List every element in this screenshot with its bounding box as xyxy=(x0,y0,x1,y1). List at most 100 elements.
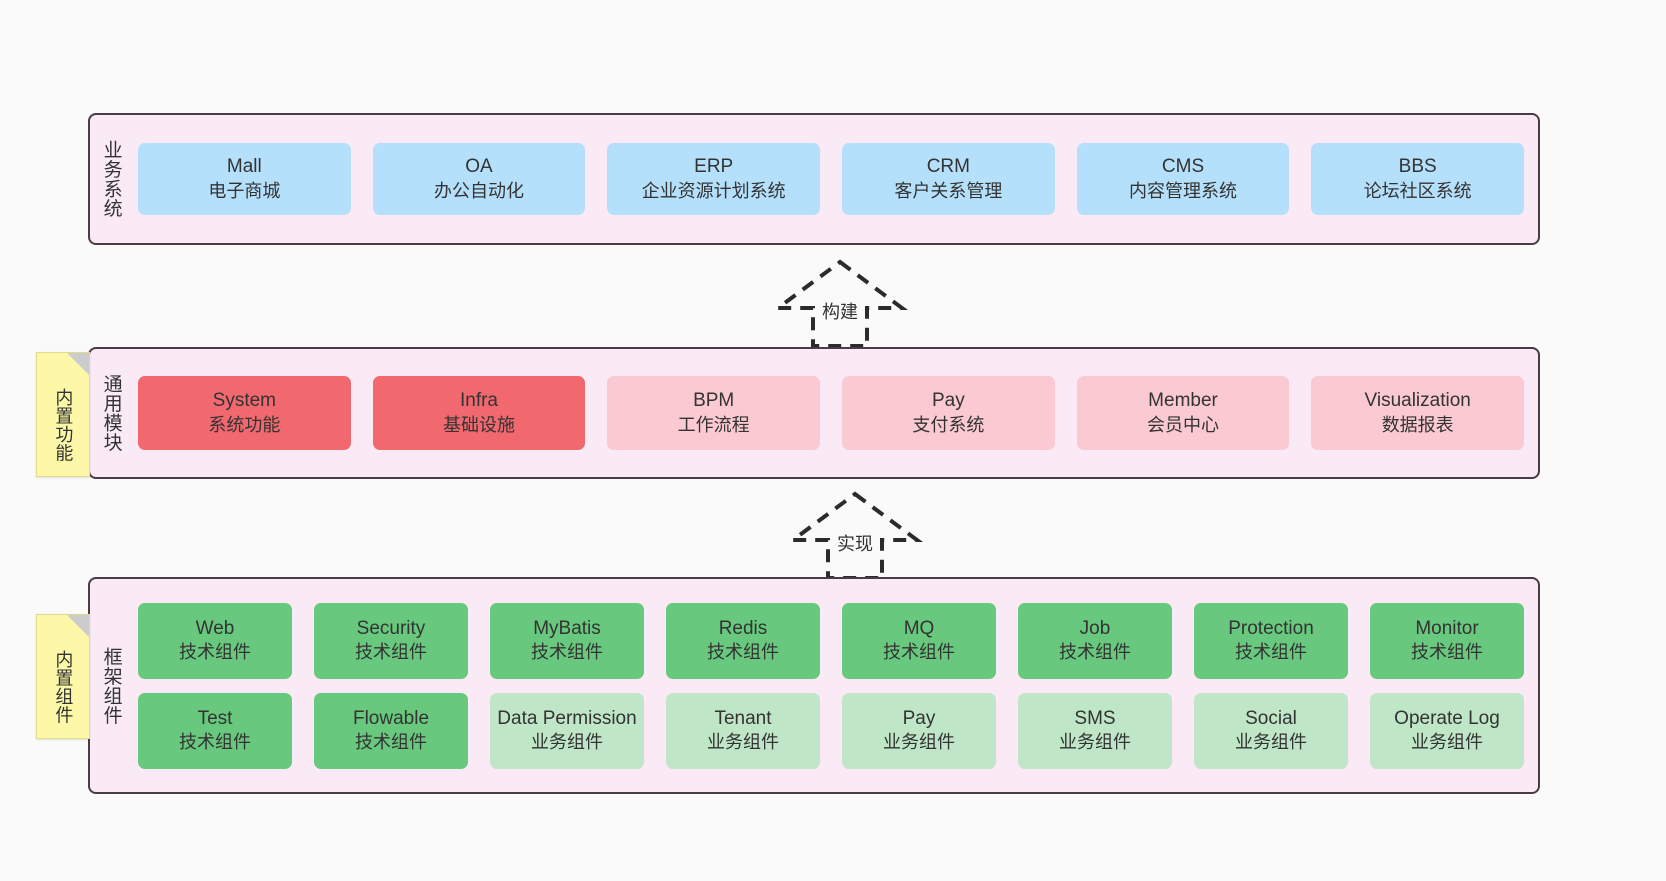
card-title: ERP xyxy=(694,156,734,178)
card-title: Pay xyxy=(902,707,936,729)
layer-business-systems-body: Mall 电子商城 OA 办公自动化 ERP 企业资源计划系统 CRM 客户关系… xyxy=(132,115,1538,243)
card-title: Flowable xyxy=(352,707,430,729)
card-title: BBS xyxy=(1398,156,1437,178)
card-title: MQ xyxy=(903,617,935,639)
card-subtitle: 企业资源计划系统 xyxy=(641,180,786,201)
framework-card-security[interactable]: Security 技术组件 xyxy=(314,602,468,679)
layer-common-modules-body: System 系统功能 Infra 基础设施 BPM 工作流程 Pay 支付系统… xyxy=(132,349,1538,477)
card-subtitle: 业务组件 xyxy=(1411,732,1483,753)
card-title: Pay xyxy=(931,390,965,412)
card-title: Operate Log xyxy=(1394,707,1500,729)
module-card-member[interactable]: Member 会员中心 xyxy=(1076,376,1290,450)
card-title: Test xyxy=(197,707,233,729)
module-card-visualization[interactable]: Visualization 数据报表 xyxy=(1311,376,1525,450)
module-card-pay[interactable]: Pay 支付系统 xyxy=(842,376,1055,450)
module-card-bpm[interactable]: BPM 工作流程 xyxy=(607,376,821,450)
framework-card-mq[interactable]: MQ 技术组件 xyxy=(842,602,996,679)
card-subtitle: 工作流程 xyxy=(677,414,750,435)
card-title: Web xyxy=(195,617,235,639)
framework-card-test[interactable]: Test 技术组件 xyxy=(138,692,292,769)
card-subtitle: 技术组件 xyxy=(707,642,779,663)
card-subtitle: 电子商城 xyxy=(208,180,281,201)
framework-card-pay[interactable]: Pay 业务组件 xyxy=(842,692,996,769)
card-subtitle: 业务组件 xyxy=(707,732,779,753)
layer-framework-components-label: 框架组件 xyxy=(100,646,122,725)
card-subtitle: 内容管理系统 xyxy=(1129,180,1238,201)
business-card-crm[interactable]: CRM 客户关系管理 xyxy=(842,143,1055,215)
layer-common-modules-label: 通用模块 xyxy=(100,374,122,452)
card-subtitle: 业务组件 xyxy=(531,732,603,753)
card-title: Social xyxy=(1245,707,1297,729)
card-subtitle: 技术组件 xyxy=(531,642,603,663)
card-title: CRM xyxy=(926,156,970,178)
card-subtitle: 基础设施 xyxy=(443,414,515,435)
card-title: System xyxy=(212,390,277,412)
framework-tech-row: Web 技术组件 Security 技术组件 MyBatis 技术组件 Redi… xyxy=(138,602,1524,679)
card-title: Protection xyxy=(1228,617,1314,639)
card-subtitle: 技术组件 xyxy=(179,642,251,663)
business-card-mall[interactable]: Mall 电子商城 xyxy=(138,143,351,215)
card-subtitle: 办公自动化 xyxy=(434,180,524,201)
card-subtitle: 技术组件 xyxy=(179,732,251,753)
business-card-oa[interactable]: OA 办公自动化 xyxy=(372,143,586,215)
business-card-erp[interactable]: ERP 企业资源计划系统 xyxy=(607,143,821,215)
common-modules-row: System 系统功能 Infra 基础设施 BPM 工作流程 Pay 支付系统… xyxy=(138,376,1525,450)
card-subtitle: 数据报表 xyxy=(1381,414,1454,435)
card-title: SMS xyxy=(1074,707,1116,729)
framework-card-monitor[interactable]: Monitor 技术组件 xyxy=(1370,602,1524,679)
framework-card-flowable[interactable]: Flowable 技术组件 xyxy=(314,692,468,769)
card-title: Mall xyxy=(226,156,262,178)
card-title: MyBatis xyxy=(533,617,601,639)
card-subtitle: 论坛社区系统 xyxy=(1363,180,1472,201)
business-systems-row: Mall 电子商城 OA 办公自动化 ERP 企业资源计划系统 CRM 客户关系… xyxy=(138,143,1525,215)
note-builtin-components: 内置组件 xyxy=(36,614,90,739)
framework-card-social[interactable]: Social 业务组件 xyxy=(1194,692,1348,769)
card-title: Member xyxy=(1148,390,1218,412)
arrow-build: 构建 xyxy=(760,258,920,350)
card-subtitle: 业务组件 xyxy=(1059,732,1131,753)
module-card-infra[interactable]: Infra 基础设施 xyxy=(372,376,586,450)
card-title: Tenant xyxy=(714,707,772,729)
framework-card-protection[interactable]: Protection 技术组件 xyxy=(1194,602,1348,679)
card-title: Redis xyxy=(718,617,768,639)
framework-card-data-permission[interactable]: Data Permission 业务组件 xyxy=(490,692,644,769)
card-title: Job xyxy=(1079,617,1111,639)
arrow-build-glyph xyxy=(771,259,909,348)
card-subtitle: 会员中心 xyxy=(1147,414,1220,435)
layer-framework-components: 框架组件 Web 技术组件 Security 技术组件 MyBatis 技术组件… xyxy=(88,577,1540,794)
card-title: Data Permission xyxy=(497,707,637,729)
layer-business-systems-label: 业务系统 xyxy=(100,140,122,218)
card-subtitle: 技术组件 xyxy=(1235,642,1307,663)
framework-card-mybatis[interactable]: MyBatis 技术组件 xyxy=(490,602,644,679)
card-subtitle: 技术组件 xyxy=(883,642,955,663)
layer-business-systems: 业务系统 Mall 电子商城 OA 办公自动化 ERP 企业资源计划系统 CRM… xyxy=(88,113,1540,245)
framework-card-job[interactable]: Job 技术组件 xyxy=(1018,602,1172,679)
card-title: Security xyxy=(356,617,426,639)
framework-card-operate-log[interactable]: Operate Log 业务组件 xyxy=(1370,692,1524,769)
module-card-system[interactable]: System 系统功能 xyxy=(138,376,351,450)
card-subtitle: 业务组件 xyxy=(1235,732,1307,753)
card-title: BPM xyxy=(693,390,735,412)
arrow-implement-glyph xyxy=(786,491,924,580)
card-subtitle: 客户关系管理 xyxy=(894,180,1003,201)
card-title: Visualization xyxy=(1364,390,1471,412)
framework-card-tenant[interactable]: Tenant 业务组件 xyxy=(666,692,820,769)
card-subtitle: 业务组件 xyxy=(883,732,955,753)
card-title: Monitor xyxy=(1415,617,1479,639)
card-subtitle: 技术组件 xyxy=(355,732,427,753)
framework-card-web[interactable]: Web 技术组件 xyxy=(138,602,292,679)
framework-card-sms[interactable]: SMS 业务组件 xyxy=(1018,692,1172,769)
card-title: Infra xyxy=(459,390,499,412)
business-card-bbs[interactable]: BBS 论坛社区系统 xyxy=(1311,143,1525,215)
arrow-implement: 实现 xyxy=(775,490,935,582)
card-title: CMS xyxy=(1161,156,1205,178)
business-card-cms[interactable]: CMS 内容管理系统 xyxy=(1076,143,1290,215)
framework-card-redis[interactable]: Redis 技术组件 xyxy=(666,602,820,679)
note-builtin-features: 内置功能 xyxy=(36,352,90,477)
layer-common-modules: 通用模块 System 系统功能 Infra 基础设施 BPM 工作流程 Pay… xyxy=(88,347,1540,479)
card-subtitle: 技术组件 xyxy=(1059,642,1131,663)
framework-business-row: Test 技术组件 Flowable 技术组件 Data Permission … xyxy=(138,692,1524,769)
card-title: OA xyxy=(465,156,493,178)
card-subtitle: 技术组件 xyxy=(1411,642,1483,663)
